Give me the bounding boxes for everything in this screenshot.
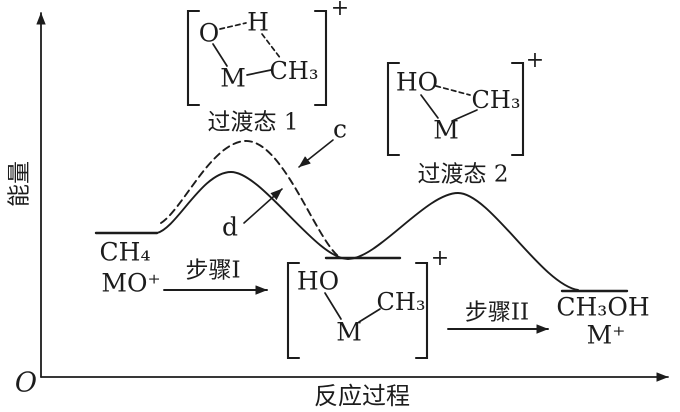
ts1-left-bracket bbox=[186, 9, 201, 107]
ts2-left-bracket bbox=[386, 61, 401, 157]
curve-d-label: d bbox=[221, 212, 239, 242]
ts2-atom-ho: HO bbox=[395, 67, 439, 97]
ts2-caption: 过渡态 2 bbox=[417, 161, 509, 188]
step2-label: 步骤II bbox=[464, 299, 530, 326]
intermediate-atom-m: M bbox=[336, 317, 362, 347]
y-axis-label: 能量 bbox=[6, 161, 33, 207]
origin-label: O bbox=[14, 367, 38, 399]
ts1-caption: 过渡态 1 bbox=[207, 109, 299, 136]
ts1-right-bracket bbox=[313, 9, 328, 107]
curve-c-pointer-arrow bbox=[298, 139, 334, 168]
curve-d-pointer-arrow bbox=[243, 188, 283, 224]
curve-c-dashed bbox=[160, 140, 339, 257]
reactant-formula-ch4: CH₄ bbox=[99, 237, 151, 267]
product-formula-m-plus: M⁺ bbox=[586, 320, 626, 350]
product-formula-ch3oh: CH₃OH bbox=[556, 292, 650, 322]
curve-d-solid bbox=[156, 171, 579, 291]
ts2-atom-ch3: CH₃ bbox=[471, 86, 521, 114]
ts2-atom-m: M bbox=[433, 115, 459, 145]
ts2-right-bracket bbox=[510, 61, 525, 157]
ts1-bond-o-h-dashed bbox=[219, 22, 247, 30]
intermediate-atom-ho: HO bbox=[296, 266, 340, 296]
ts2-bond-ho-ch3-dashed bbox=[435, 85, 471, 96]
ts2-bond-ho-m bbox=[420, 94, 439, 119]
ts1-bond-o-m bbox=[212, 43, 228, 67]
intermediate-bond-m-ch3 bbox=[358, 308, 381, 323]
ts2-bond-m-ch3 bbox=[451, 109, 478, 122]
ts1-atom-ch3: CH₃ bbox=[269, 57, 319, 85]
intermediate-left-bracket bbox=[286, 261, 301, 360]
step1-label: 步骤I bbox=[185, 257, 241, 284]
reactant-formula-mo-plus: MO⁺ bbox=[101, 268, 161, 298]
intermediate-bond-ho-m bbox=[324, 292, 342, 320]
ts2-charge: + bbox=[525, 48, 545, 73]
ts1-bond-h-ch3-dashed bbox=[261, 33, 282, 60]
ts1-charge: + bbox=[330, 0, 350, 21]
ts1-atom-m: M bbox=[220, 63, 246, 93]
intermediate-charge: + bbox=[430, 246, 450, 271]
x-axis-label: 反应过程 bbox=[314, 382, 410, 410]
ts1-bond-m-ch3 bbox=[246, 69, 272, 76]
curve-c-label: c bbox=[332, 114, 348, 144]
intermediate-right-bracket bbox=[414, 261, 429, 360]
ts1-atom-h: H bbox=[247, 7, 269, 37]
intermediate-atom-ch3: CH₃ bbox=[376, 288, 426, 316]
ts1-atom-o: O bbox=[198, 18, 220, 48]
